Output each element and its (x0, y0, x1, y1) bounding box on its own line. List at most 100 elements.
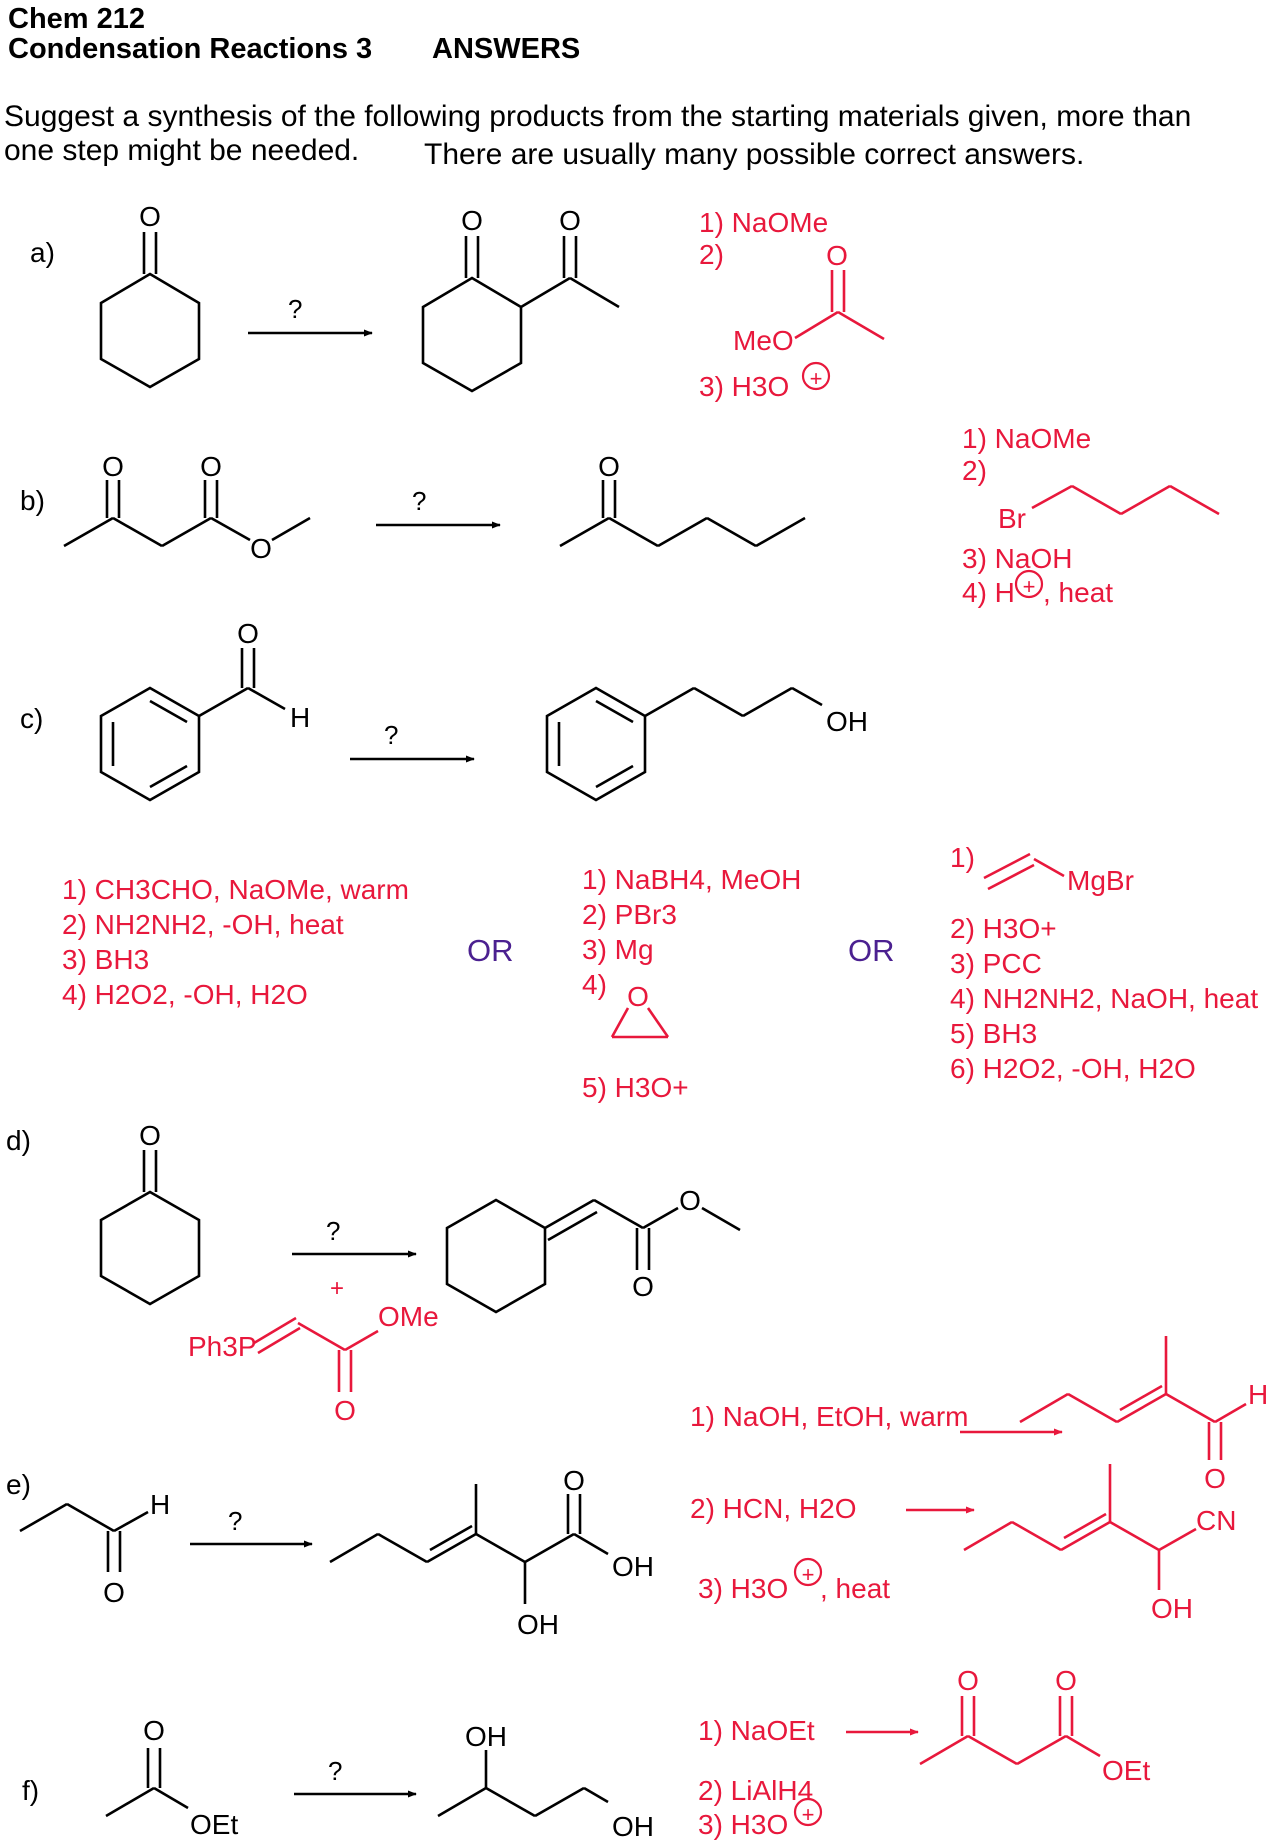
answer-step: 2) (962, 455, 987, 486)
product-2-acetylcyclohexanone (421, 236, 620, 393)
or-separator: OR (467, 933, 514, 968)
answer-a: 1) NaOMe 2) O MeO 3) H3O + (699, 207, 848, 402)
atom-label: O (237, 618, 259, 649)
product-unsaturated-ester (445, 1198, 741, 1314)
plus-sign: + (330, 1275, 344, 1302)
question-mark: ? (328, 1756, 342, 1786)
answer-step: 1) NaOMe (699, 207, 828, 238)
answer-step: 3) Mg (582, 934, 654, 965)
reagent-1-bromobutane (1031, 484, 1220, 516)
reactant-methyl-acetoacetate (63, 480, 311, 548)
answer-step: 3) BH3 (62, 944, 149, 975)
answer-step: 3) H3O (698, 1573, 788, 1604)
product-hydroxy-acid (329, 1484, 609, 1604)
answer-step: 4) NH2NH2, NaOH, heat (950, 983, 1258, 1014)
atom-label: O (826, 240, 848, 271)
problem-label-a: a) (30, 237, 55, 268)
problem-e: e) H O ? O OH OH 1) NaOH, EtOH, warm (6, 1336, 1268, 1640)
course-title: Chem 212 (8, 3, 145, 35)
reactant-cyclohexanone-d (99, 1150, 201, 1306)
atom-label: H (150, 1489, 170, 1520)
atom-label: O (103, 1577, 125, 1608)
answers-heading: ANSWERS (432, 33, 580, 65)
atom-label: H (290, 702, 310, 733)
atom-label: O (139, 201, 161, 232)
atom-label: O (632, 1271, 654, 1302)
atom-label: O (957, 1665, 979, 1696)
problem-label-e: e) (6, 1469, 31, 1500)
reagent-wittig-ylide (253, 1316, 379, 1392)
answer-step: 2) LiAlH4 (698, 1775, 813, 1806)
answer-step: 5) BH3 (950, 1018, 1037, 1049)
atom-label: OEt (190, 1809, 238, 1840)
answer-step: 1) NaBH4, MeOH (582, 864, 801, 895)
answer-step: 5) H3O+ (582, 1072, 689, 1103)
problem-c: c) O H ? OH 1) CH3CHO, NaOMe, warm (20, 618, 1258, 1103)
reagent-methyl-acetate (794, 270, 885, 341)
positive-charge-icon (801, 361, 831, 391)
answer-step: 3) PCC (950, 948, 1042, 979)
answer-step: 4) H2O2, -OH, H2O (62, 979, 308, 1010)
atom-label: OMe (378, 1301, 439, 1332)
answer-step: 3) H3O (699, 371, 789, 402)
answer-step: , heat (820, 1573, 890, 1604)
atom-label: OH (517, 1609, 559, 1640)
positive-charge-icon (793, 1557, 823, 1587)
problem-f: f) O OEt ? OH OH 1) NaOEt 2) LiAlH4 3) H… (22, 1665, 1150, 1840)
atom-label: O (679, 1185, 701, 1216)
atom-label: OH (612, 1811, 654, 1840)
positive-charge-icon (793, 1797, 823, 1827)
product-3-phenylpropanol (545, 686, 823, 802)
atom-label: OH (612, 1551, 654, 1582)
question-mark: ? (412, 486, 426, 516)
answer-c-route-3: 1) MgBr 2) H3O+ 3) PCC 4) NH2NH2, NaOH, … (950, 842, 1258, 1084)
product-1-3-butanediol (437, 1750, 609, 1818)
intermediate-cyanohydrin (963, 1464, 1197, 1590)
charge-sign: + (802, 1802, 815, 1827)
intermediate-enal (1019, 1336, 1247, 1460)
answer-step: 1) NaOMe (962, 423, 1091, 454)
answer-step: 4) (582, 969, 607, 1000)
atom-label: O (627, 981, 649, 1012)
reagent-vinylmagnesium-bromide (983, 852, 1065, 891)
wittig-labels: Ph3P OMe O (188, 1301, 439, 1426)
instructions-line-2: one step might be needed. (4, 134, 359, 167)
answer-step: 1) NaOH, EtOH, warm (690, 1401, 968, 1432)
answer-step: 2) (699, 239, 724, 270)
problem-d: d) O ? + Ph3P OMe O O (6, 1120, 741, 1426)
answer-step: , heat (1043, 577, 1113, 608)
worksheet-title: Condensation Reactions 3 (8, 33, 372, 65)
answer-step: 1) (950, 842, 975, 873)
reactant-propanal (19, 1502, 149, 1572)
atom-label: O (143, 1715, 165, 1746)
or-separator: OR (848, 933, 895, 968)
atom-label: OH (465, 1721, 507, 1752)
atom-label: OH (1151, 1593, 1193, 1624)
answer-step: 1) NaOEt (698, 1715, 815, 1746)
atom-label: Br (998, 503, 1026, 534)
atom-label: CN (1196, 1505, 1236, 1536)
atom-label: Ph3P (188, 1331, 257, 1362)
atom-label: O (334, 1395, 356, 1426)
answer-step: 2) H3O+ (950, 913, 1057, 944)
question-mark: ? (384, 720, 398, 750)
problem-b: b) O O O ? O 1) NaOMe 2) Br 3) NaOH (20, 423, 1220, 608)
atom-label: O (563, 1465, 585, 1496)
reagent-ethylene-oxide (610, 1007, 670, 1039)
answer-step: 2) PBr3 (582, 899, 677, 930)
atom-label: MeO (733, 325, 794, 356)
answer-b: 1) NaOMe 2) Br 3) NaOH 4) H + , heat (962, 423, 1113, 608)
atom-label: O (200, 451, 222, 482)
problem-label-b: b) (20, 485, 45, 516)
charge-sign: + (1023, 574, 1036, 599)
instructions-note: There are usually many possible correct … (424, 138, 1084, 171)
atom-label: H (1248, 1379, 1268, 1410)
positive-charge-icon (1014, 569, 1044, 599)
question-mark: ? (288, 294, 302, 324)
atom-label: O (102, 451, 124, 482)
question-mark: ? (228, 1506, 242, 1536)
atom-label: O (1204, 1463, 1226, 1494)
reactant-benzaldehyde (99, 648, 286, 802)
charge-sign: + (802, 1562, 815, 1587)
